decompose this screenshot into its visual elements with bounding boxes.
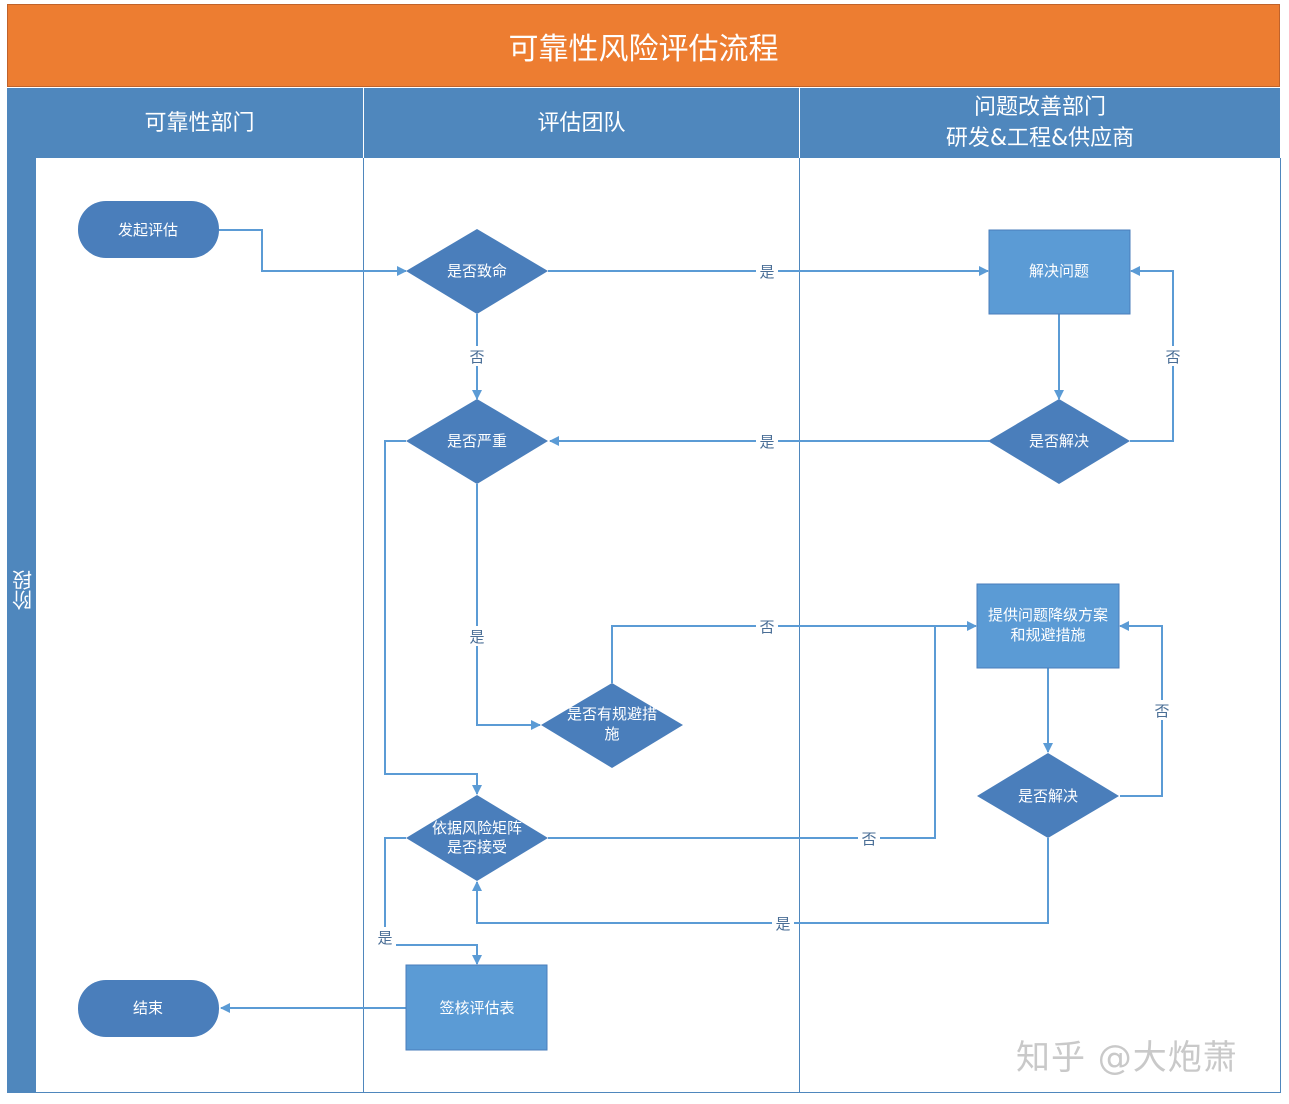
lane-header-assessment-label: 评估团队	[537, 110, 626, 136]
node-matrix-label-1: 依据风险矩阵	[432, 819, 522, 837]
stage-column	[7, 88, 36, 1093]
node-provide-label-1: 提供问题降级方案	[988, 606, 1108, 624]
edge-serious-matrix	[384, 440, 482, 795]
watermark: 知乎 @大炮萧	[1016, 1038, 1238, 1078]
edge-label-solved-b-yes: 是	[775, 915, 790, 933]
node-avoid-label-1: 是否有规避措	[567, 705, 657, 723]
lane-improvement	[800, 158, 1281, 1093]
node-fatal-label: 是否致命	[447, 262, 507, 280]
edge-label-solved-a-yes: 是	[759, 433, 774, 451]
node-solved-b	[977, 753, 1119, 838]
node-serious-label: 是否严重	[447, 432, 507, 450]
lane-header-improvement: 问题改善部门 研发&工程&供应商	[800, 88, 1280, 158]
node-provide	[976, 583, 1120, 669]
node-solved-a	[988, 399, 1130, 484]
edge-label-matrix-yes: 是	[377, 929, 392, 947]
node-end-label: 结束	[133, 999, 163, 1017]
node-sign	[405, 964, 548, 1051]
edge-start-fatal	[219, 229, 407, 276]
edge-label-solved-b-no: 否	[1154, 702, 1169, 720]
lane-header-reliability: 可靠性部门	[36, 88, 364, 158]
node-sign-label: 签核评估表	[439, 999, 514, 1017]
lane-header-improvement-sublabel: 研发&工程&供应商	[945, 126, 1135, 151]
lane-reliability	[36, 158, 364, 1093]
edge-avoid-provide	[611, 621, 977, 683]
node-solved-a-label: 是否解决	[1029, 432, 1089, 450]
node-end	[78, 980, 219, 1037]
node-provide-label-2: 和规避措施	[1010, 626, 1085, 644]
node-avoid-label-2: 施	[604, 725, 619, 743]
edge-label-serious-yes: 是	[469, 628, 484, 646]
edge-label-matrix-no: 否	[861, 830, 876, 848]
node-solved-b-label: 是否解决	[1018, 787, 1078, 805]
lanes-bottom-border	[36, 1092, 1281, 1093]
node-start	[78, 201, 219, 258]
page-title: 可靠性风险评估流程	[7, 4, 1280, 87]
edge-serious-avoid	[476, 484, 541, 730]
node-solve-label: 解决问题	[1029, 262, 1089, 280]
edge-matrix-provide	[548, 626, 936, 839]
lane-header-assessment: 评估团队	[364, 88, 800, 158]
edge-label-fatal-yes: 是	[759, 263, 774, 281]
edge-label-solved-a-no: 否	[1165, 348, 1180, 366]
node-serious	[406, 399, 548, 484]
edge-solved-b-matrix	[472, 838, 1049, 924]
node-matrix	[406, 795, 548, 881]
edge-label-fatal-no: 否	[469, 348, 484, 366]
node-avoid	[541, 683, 683, 768]
edge-label-avoid-no: 否	[759, 618, 774, 636]
lane-header-reliability-label: 可靠性部门	[144, 110, 255, 136]
lane-header-improvement-label: 问题改善部门	[973, 95, 1106, 120]
node-start-label: 发起评估	[118, 221, 178, 239]
node-matrix-label-2: 是否接受	[447, 838, 507, 856]
node-fatal	[406, 229, 548, 314]
node-solve	[988, 229, 1131, 315]
